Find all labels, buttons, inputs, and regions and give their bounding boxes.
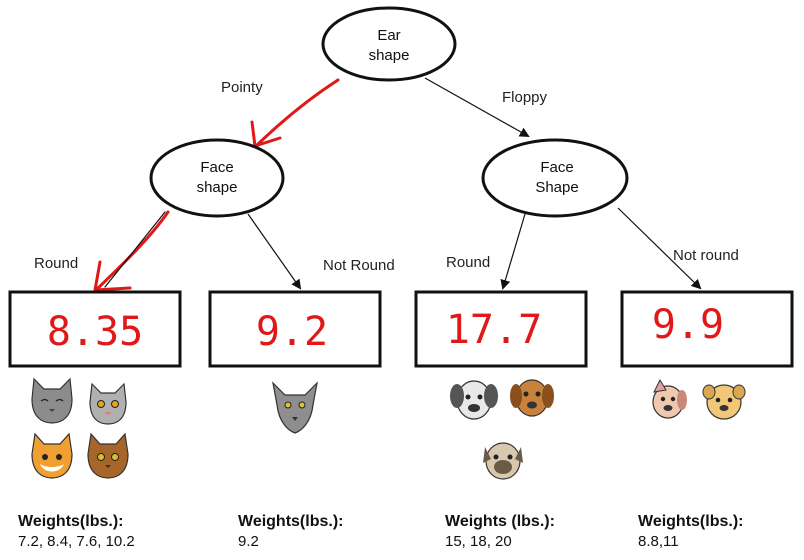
leaf-box-4: 9.9 bbox=[620, 290, 794, 368]
cat-icon bbox=[89, 382, 127, 425]
weights-title: Weights (lbs.): bbox=[445, 513, 555, 530]
right-node-label-line1: Face bbox=[540, 159, 573, 176]
edge-label-not-round-left: Not Round bbox=[323, 257, 395, 274]
edge-left-notround bbox=[247, 213, 302, 290]
root-label-line1: Ear bbox=[377, 27, 400, 44]
edge-label-pointy: Pointy bbox=[221, 79, 263, 96]
leaf-4-animals bbox=[652, 378, 746, 420]
cat-icon bbox=[272, 381, 318, 434]
dog-icon bbox=[450, 380, 498, 420]
right-node-label-line2: Shape bbox=[535, 179, 578, 196]
weights-block-4: Weights(lbs.): 8.8,11 bbox=[638, 512, 743, 552]
weights-values: 7.2, 8.4, 7.6, 10.2 bbox=[18, 533, 135, 550]
leaf-value-4: 9.9 bbox=[652, 302, 724, 348]
left-node-label-line2: shape bbox=[197, 179, 238, 196]
edge-root-right bbox=[424, 77, 530, 137]
edge-label-floppy: Floppy bbox=[502, 89, 548, 106]
weights-block-3: Weights (lbs.): 15, 18, 20 bbox=[445, 512, 555, 552]
dog-icon bbox=[510, 379, 554, 417]
leaf-value-2: 9.2 bbox=[256, 309, 328, 355]
cat-icon bbox=[31, 432, 73, 479]
left-node: Face shape bbox=[149, 138, 285, 218]
leaf-value-3: 17.7 bbox=[446, 307, 542, 353]
weights-values: 9.2 bbox=[238, 533, 259, 550]
edge-left-round-black bbox=[104, 211, 166, 288]
cat-icon bbox=[31, 377, 73, 424]
right-node: Face Shape bbox=[481, 138, 629, 218]
weights-values: 8.8,11 bbox=[638, 533, 679, 550]
dog-icon bbox=[652, 378, 687, 419]
edge-label-round-left: Round bbox=[34, 255, 78, 272]
dog-icon bbox=[483, 442, 523, 480]
leaf-box-3: 17.7 bbox=[414, 290, 588, 368]
edge-label-round-right: Round bbox=[446, 254, 490, 271]
leaf-value-1: 8.35 bbox=[47, 309, 143, 355]
leaf-1-animals bbox=[31, 377, 129, 479]
left-node-label-line1: Face bbox=[200, 159, 233, 176]
leaf-box-2: 9.2 bbox=[208, 290, 382, 368]
edge-left-round bbox=[94, 210, 170, 292]
weights-title: Weights(lbs.): bbox=[238, 513, 344, 530]
leaf-2-animals bbox=[272, 381, 318, 434]
weights-values: 15, 18, 20 bbox=[445, 533, 512, 550]
cat-icon bbox=[87, 432, 129, 479]
edge-root-left bbox=[254, 78, 340, 148]
root-label-line2: shape bbox=[369, 47, 410, 64]
dog-icon bbox=[702, 384, 746, 420]
weights-title: Weights(lbs.): bbox=[18, 513, 124, 530]
tree-edges bbox=[247, 77, 702, 290]
weights-title: Weights(lbs.): bbox=[638, 513, 744, 530]
arrowhead-left-round bbox=[93, 260, 132, 292]
weights-block-1: Weights(lbs.): 7.2, 8.4, 7.6, 10.2 bbox=[18, 512, 135, 552]
edge-right-round bbox=[500, 213, 526, 290]
leaf-3-animals bbox=[450, 379, 554, 480]
leaf-box-1: 8.35 bbox=[8, 290, 182, 368]
weights-block-2: Weights(lbs.): 9.2 bbox=[238, 512, 343, 552]
edge-right-notround bbox=[617, 207, 702, 290]
edge-label-not-round-right: Not round bbox=[673, 247, 739, 264]
root-node: Ear shape bbox=[321, 6, 457, 82]
arrowhead-root-left bbox=[250, 120, 282, 148]
